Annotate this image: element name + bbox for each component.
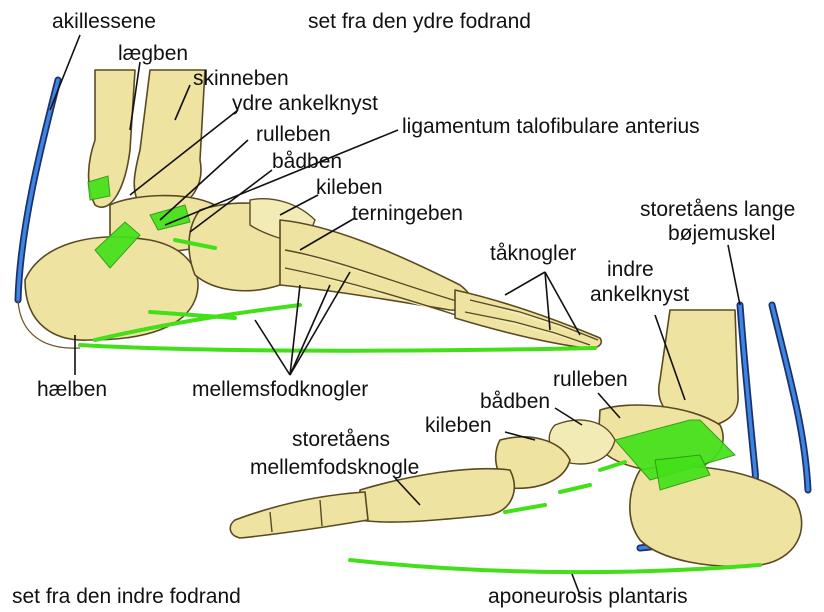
label-lateral-malleolus: ydre ankelknyst — [232, 92, 378, 115]
toe-bones — [455, 290, 601, 348]
label-flexor-hallucis-1: storetåens lange — [640, 198, 795, 221]
label-first-metatarsal-2: mellemfodsknogle — [250, 456, 419, 479]
label-phalanges: tåknogler — [490, 242, 576, 265]
label-navicular-lateral: bådben — [272, 150, 342, 173]
label-talofibular-ligament: ligamentum talofibulare anterius — [402, 115, 700, 138]
label-cuboid: terningeben — [352, 202, 463, 225]
label-calcaneus: hælben — [37, 378, 107, 401]
label-cuneiform-lateral: kileben — [316, 176, 383, 199]
medial-toe-bones — [230, 492, 368, 538]
label-fibula: lægben — [118, 42, 188, 65]
label-plantar-aponeurosis: aponeurosis plantaris — [488, 585, 688, 608]
label-first-metatarsal-1: storetåens — [292, 428, 390, 451]
label-talus-medial: rulleben — [553, 368, 628, 391]
label-navicular-medial: bådben — [480, 390, 550, 413]
label-medial-malleolus-1: indre — [607, 258, 654, 281]
label-metatarsals: mellemsfodknogler — [192, 378, 368, 401]
label-medial-malleolus-2: ankelknyst — [590, 283, 689, 306]
label-cuneiform-medial: kileben — [425, 414, 492, 437]
label-achilles-tendon: akillessene — [52, 10, 156, 33]
label-flexor-hallucis-2: bøjemuskel — [668, 222, 775, 245]
label-talus-lateral: rulleben — [256, 123, 331, 146]
medial-calcaneus-bone — [630, 466, 802, 566]
label-view-outer: set fra den ydre fodrand — [308, 10, 531, 33]
label-view-inner: set fra den indre fodrand — [12, 585, 241, 608]
label-tibia: skinneben — [193, 67, 289, 90]
